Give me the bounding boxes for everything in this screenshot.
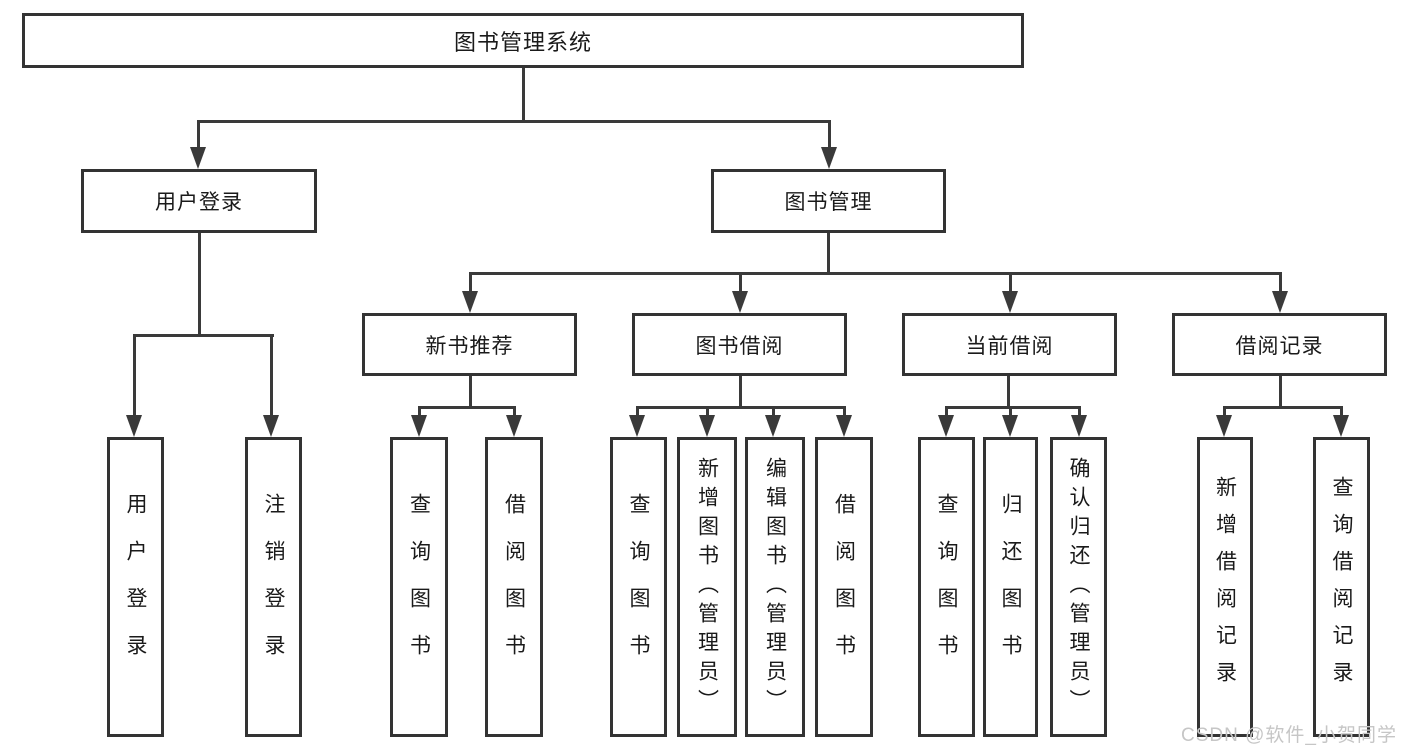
connector-drop-user-login <box>196 120 200 150</box>
connector-borrowrecord-bus <box>1222 406 1343 409</box>
connector-drop-book-mgmt <box>827 120 831 150</box>
arrowhead-new-book <box>462 291 478 313</box>
connector-root-bus <box>197 120 831 123</box>
connector-root-stem <box>521 68 525 122</box>
node-label: 注销登录 <box>262 493 285 681</box>
connector-newbook-bus <box>417 406 516 409</box>
connector-drop-borrow-record <box>1278 272 1282 297</box>
arrowhead-bb-borrow <box>836 415 852 437</box>
connector-borrowrecord-stem <box>1278 376 1282 409</box>
arrowhead-br-query <box>1333 415 1349 437</box>
node-label: 用户登录 <box>155 191 243 214</box>
arrowhead-bb-edit <box>765 415 781 437</box>
arrowhead-book-borrow <box>732 291 748 313</box>
connector-drop <box>1339 406 1343 418</box>
connector-drop-leaf-logout <box>269 334 273 418</box>
connector-drop <box>771 406 775 418</box>
leaf-records-add-record: 新增借阅记录 <box>1197 437 1253 737</box>
node-label: 图书管理 <box>784 191 873 214</box>
arrowhead-bb-query <box>629 415 645 437</box>
connector-drop <box>417 406 421 418</box>
node-label: 新增借阅记录 <box>1213 476 1237 698</box>
arrowhead-cb-query <box>938 415 954 437</box>
arrowhead-borrow-record <box>1272 291 1288 313</box>
arrowhead-cb-confirm <box>1071 415 1087 437</box>
leaf-borrowing-borrow-books: 借阅图书 <box>815 437 873 737</box>
node-label: 新增图书（管理员） <box>695 456 719 718</box>
connector-bookborrow-bus <box>635 406 846 409</box>
node-library-system: 图书管理系统 <box>22 13 1024 68</box>
connector-drop-current-borrow <box>1008 272 1012 297</box>
leaf-borrowing-add-books-admin: 新增图书（管理员） <box>677 437 737 737</box>
node-label: 借阅记录 <box>1235 334 1324 358</box>
arrowhead-cb-return <box>1002 415 1018 437</box>
node-label: 图书管理系统 <box>453 29 592 55</box>
leaf-current-confirm-return-admin: 确认归还（管理员） <box>1050 437 1107 737</box>
connector-drop-new-book <box>468 272 472 297</box>
leaf-user-login: 用户登录 <box>107 437 164 737</box>
node-label: 查询图书 <box>407 493 431 681</box>
arrowhead-br-add <box>1216 415 1232 437</box>
node-label: 图书借阅 <box>695 334 784 358</box>
arrowhead-leaf-login <box>126 415 142 437</box>
arrowhead-leaf-logout <box>263 415 279 437</box>
connector-currentborrow-bus <box>944 406 1081 409</box>
leaf-current-query-books: 查询图书 <box>918 437 975 737</box>
node-new-book-recommend: 新书推荐 <box>362 313 577 376</box>
connector-drop-leaf-login <box>132 334 136 418</box>
node-label: 确认归还（管理员） <box>1067 456 1090 718</box>
connector-userlogin-stem <box>197 233 201 337</box>
leaf-borrowing-query-books: 查询图书 <box>610 437 667 737</box>
arrowhead-user-login <box>190 147 206 169</box>
connector-currentborrow-stem <box>1006 376 1010 409</box>
node-label: 借阅图书 <box>832 493 856 681</box>
connector-bookborrow-stem <box>738 376 742 409</box>
node-label: 编辑图书（管理员） <box>763 456 787 718</box>
leaf-borrowing-edit-books-admin: 编辑图书（管理员） <box>745 437 805 737</box>
node-book-management: 图书管理 <box>711 169 946 233</box>
node-label: 借阅图书 <box>502 493 526 681</box>
node-label: 用户登录 <box>124 493 147 681</box>
connector-drop <box>1008 406 1012 418</box>
arrowhead-book-mgmt <box>821 147 837 169</box>
arrowhead-bb-add <box>699 415 715 437</box>
connector-drop-book-borrow <box>738 272 742 297</box>
connector-userlogin-bus <box>132 334 274 337</box>
connector-drop <box>705 406 709 418</box>
csdn-watermark: CSDN @软件_小贺同学 <box>1181 725 1397 746</box>
leaf-newbook-borrow-books: 借阅图书 <box>485 437 543 737</box>
arrowhead-nb-borrow <box>506 415 522 437</box>
leaf-logout: 注销登录 <box>245 437 302 737</box>
node-label: 新书推荐 <box>425 334 514 358</box>
arrowhead-current-borrow <box>1002 291 1018 313</box>
connector-drop <box>842 406 846 418</box>
connector-bookmgmt-stem <box>826 233 830 275</box>
node-current-borrowing: 当前借阅 <box>902 313 1117 376</box>
connector-drop <box>1077 406 1081 418</box>
connector-newbook-stem <box>468 376 472 409</box>
node-label: 归还图书 <box>999 493 1022 681</box>
node-label: 查询借阅记录 <box>1330 476 1353 698</box>
arrowhead-nb-query <box>411 415 427 437</box>
connector-drop <box>635 406 639 418</box>
node-book-borrowing: 图书借阅 <box>632 313 847 376</box>
node-label: 查询图书 <box>627 493 650 681</box>
node-label: 查询图书 <box>935 493 958 681</box>
connector-drop <box>512 406 516 418</box>
connector-bookmgmt-bus <box>468 272 1282 275</box>
node-user-login: 用户登录 <box>81 169 317 233</box>
leaf-current-return-books: 归还图书 <box>983 437 1038 737</box>
connector-drop <box>944 406 948 418</box>
node-borrowing-records: 借阅记录 <box>1172 313 1387 376</box>
connector-drop <box>1222 406 1226 418</box>
leaf-records-query-record: 查询借阅记录 <box>1313 437 1370 737</box>
node-label: 当前借阅 <box>965 334 1054 358</box>
leaf-newbook-query-books: 查询图书 <box>390 437 448 737</box>
